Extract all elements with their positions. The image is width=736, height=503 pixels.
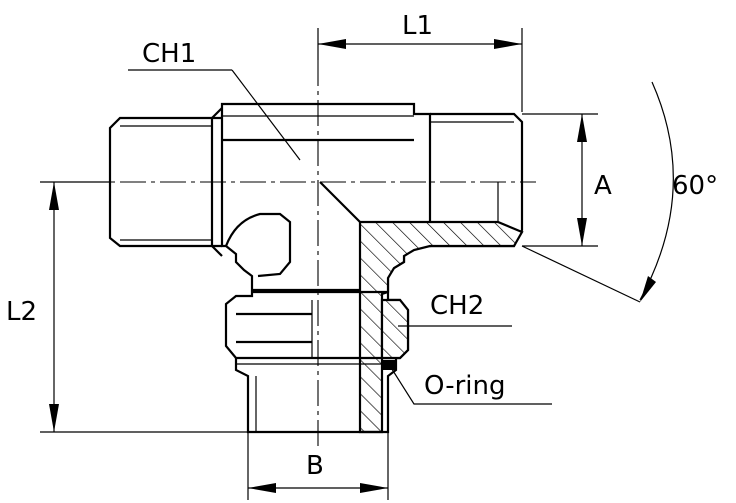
leader-oring: O-ring bbox=[389, 365, 552, 405]
label-angle: 60° bbox=[672, 171, 718, 201]
label-b: B bbox=[306, 451, 324, 481]
label-ch2: CH2 bbox=[430, 291, 484, 321]
label-a: A bbox=[594, 171, 612, 201]
label-l2: L2 bbox=[6, 297, 37, 327]
left-thread-port bbox=[108, 107, 223, 257]
swivel-nut bbox=[224, 290, 410, 360]
dimension-angle: 60° bbox=[521, 81, 718, 303]
leader-ch1: CH1 bbox=[128, 39, 301, 161]
label-ch1: CH1 bbox=[142, 39, 196, 69]
dimension-l2: L2 bbox=[6, 181, 248, 433]
label-oring: O-ring bbox=[424, 371, 505, 401]
dimension-b: B bbox=[247, 432, 389, 500]
leader-ch2: CH2 bbox=[398, 291, 512, 327]
hatched-section bbox=[319, 181, 524, 434]
dimension-l1: L1 bbox=[317, 11, 523, 112]
center-lines bbox=[40, 60, 536, 448]
o-ring-seal bbox=[382, 360, 396, 370]
label-l1: L1 bbox=[402, 11, 433, 41]
dimension-a: A bbox=[522, 113, 612, 247]
